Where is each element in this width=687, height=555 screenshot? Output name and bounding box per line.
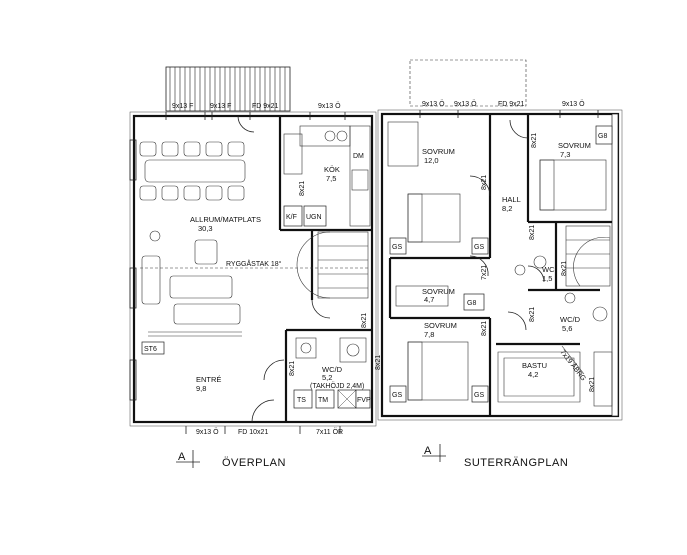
room-name-wcd: WC/D <box>560 315 581 324</box>
room-area-kok: 7,5 <box>326 174 336 183</box>
door-label: 7x21 <box>481 265 488 280</box>
door-label: 8x21 <box>529 307 536 322</box>
window-label: 9x13 Ö <box>196 428 219 436</box>
fixture-label: ST6 <box>144 346 157 353</box>
fixture-label: GS <box>474 392 484 399</box>
section-marker-overplan: A <box>176 450 200 468</box>
room-area-allrum: 30,3 <box>198 224 213 233</box>
svg-text:A: A <box>424 445 432 457</box>
ceiling-height-note: (TAKHÖJD 2,4M) <box>310 382 364 390</box>
room-name-sovrum-2: SOVRUM <box>558 141 591 150</box>
door-label: 8x21 <box>589 377 596 392</box>
suterrangplan-outer-wall <box>380 112 620 418</box>
room-name-entre: ENTRÉ <box>196 375 221 384</box>
kitchen-counter <box>283 125 371 227</box>
overplan-outer-wall <box>132 114 374 424</box>
roof-ridge-label: RYGGÅSTAK 18° <box>226 259 282 268</box>
door-label: 8x21 <box>529 225 536 240</box>
room-area-wc: 1,5 <box>542 274 552 283</box>
fixture-label: GS <box>392 244 402 251</box>
sofa-group <box>141 239 242 337</box>
overplan: 9x13 F 9x13 F FD 9x21 9x13 Ö 9x13 Ö FD 1… <box>129 66 382 469</box>
suterrangplan-title: SUTERRÄNGPLAN <box>464 457 568 469</box>
door-label: FD 9x21 <box>498 101 525 108</box>
door-label: FD 9x21 <box>252 103 279 110</box>
window-label: 7x11 ÖR <box>316 428 343 436</box>
fixture-label: DM <box>353 153 364 160</box>
room-area-sovrum-3: 4,7 <box>424 295 434 304</box>
room-area-wcd: 5,2 <box>322 373 332 382</box>
window-label: 9x13 F <box>210 103 231 110</box>
room-name-wc: WC <box>542 265 555 274</box>
fixture-label: TM <box>318 397 328 404</box>
fixture-label: K/F <box>286 214 297 221</box>
door-label: 8x21 <box>289 361 296 376</box>
fixture-label: G8 <box>467 300 476 307</box>
dining-table <box>139 141 246 242</box>
door-label: 8x21 <box>561 261 568 276</box>
overplan-stair <box>296 231 369 299</box>
door-label: FD 10x21 <box>238 429 268 436</box>
room-area-bastu: 4,2 <box>528 370 538 379</box>
door-label: 7x19 ÅBRG <box>558 348 588 383</box>
door-label: 8x21 <box>361 313 368 328</box>
room-area-sovrum-1: 12,0 <box>424 156 439 165</box>
section-marker-suterrangplan: A <box>422 444 446 462</box>
fixture-label: FVP <box>357 397 371 404</box>
window-label: 9x13 Ö <box>454 100 477 108</box>
fixture-label: GS <box>392 392 402 399</box>
room-name-bastu: BASTU <box>522 361 547 370</box>
door-label: 8x21 <box>375 355 382 370</box>
fixture-label: GS <box>474 244 484 251</box>
window-label: 9x13 F <box>172 103 193 110</box>
sauna <box>497 345 585 403</box>
svg-text:A: A <box>178 451 186 463</box>
door-label: 8x21 <box>481 321 488 336</box>
room-name-allrum: ALLRUM/MATPLATS <box>190 215 261 224</box>
room-name-hall: HALL <box>502 195 521 204</box>
window-label: 9x13 Ö <box>318 102 341 110</box>
room-name-sovrum-1: SOVRUM <box>422 147 455 156</box>
fixture-label: G8 <box>598 133 607 140</box>
beds <box>395 159 607 401</box>
overplan-title: ÖVERPLAN <box>222 457 286 469</box>
suterrang-stair <box>565 225 611 287</box>
balcony <box>165 66 291 112</box>
suterrangplan: 9x13 Ö 9x13 Ö FD 9x21 9x13 Ö 8x21 8x21 8… <box>377 59 623 469</box>
door-label: 8x21 <box>481 175 488 190</box>
fixture-label: UGN <box>306 214 322 221</box>
door-label: 8x21 <box>299 181 306 196</box>
room-area-entre: 9,8 <box>196 384 206 393</box>
room-name-sovrum-4: SOVRUM <box>424 321 457 330</box>
room-area-sovrum-2: 7,3 <box>560 150 570 159</box>
overplan-wc-fixtures <box>295 337 367 363</box>
fixture-label: TS <box>297 397 306 404</box>
room-area-hall: 8,2 <box>502 204 512 213</box>
room-name-kok: KÖK <box>324 165 340 174</box>
room-area-wcd: 5,6 <box>562 324 572 333</box>
window-label: 9x13 Ö <box>562 100 585 108</box>
door-label: 8x21 <box>531 133 538 148</box>
room-name-sovrum-3: SOVRUM <box>422 287 455 296</box>
room-area-sovrum-4: 7,8 <box>424 330 434 339</box>
room-name-wcd: WC/D <box>322 365 343 374</box>
window-label: 9x13 Ö <box>422 100 445 108</box>
